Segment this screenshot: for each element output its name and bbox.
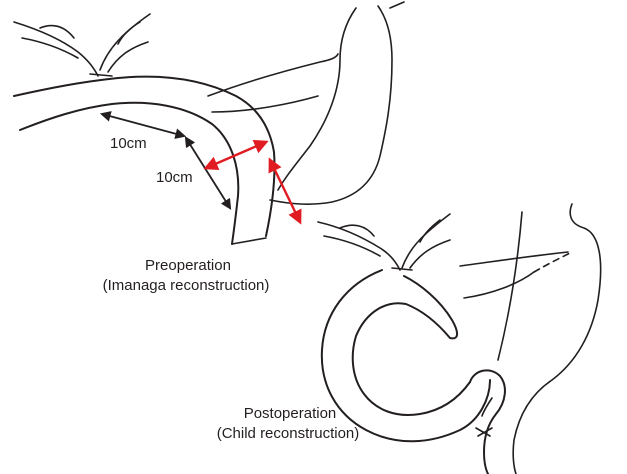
postop-caption-subtitle: (Child reconstruction): [217, 425, 360, 442]
measure-label-lower: 10cm: [156, 169, 193, 186]
preop-intestine-loop: [14, 77, 275, 244]
measure-label-upper: 10cm: [110, 135, 147, 152]
measure-arrow-upper: [102, 114, 184, 136]
postop-bile-duct: [318, 214, 450, 270]
preoperation-drawing: 10cm 10cm Preoperation (Imanaga reconstr…: [14, 2, 404, 294]
preop-bile-duct: [14, 14, 150, 76]
postop-intestine-loop: [322, 270, 490, 441]
preop-caption-subtitle: (Imanaga reconstruction): [103, 277, 270, 294]
red-arrow-right: [270, 160, 300, 222]
postop-caption-title: Postoperation: [244, 405, 337, 422]
postoperation-drawing: Postoperation (Child reconstruction): [217, 204, 601, 474]
postop-roux-limb: [470, 370, 505, 474]
preop-caption-title: Preoperation: [145, 257, 231, 274]
